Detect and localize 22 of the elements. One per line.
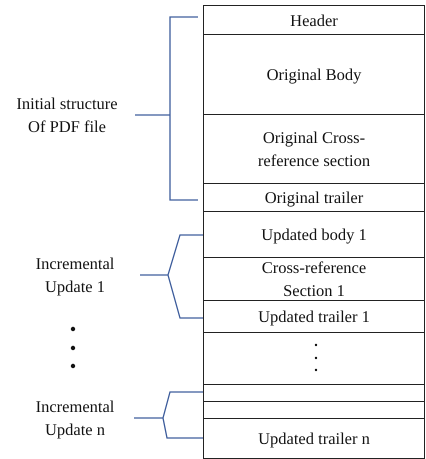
section-row xyxy=(203,5,425,35)
empty-box xyxy=(203,332,425,385)
section-row xyxy=(203,257,425,301)
section-label: Updated body 1 xyxy=(260,224,368,246)
section-label: Updated trailer 1 xyxy=(257,306,371,328)
section-label: Updated trailer n xyxy=(257,428,371,450)
section-row xyxy=(203,183,425,212)
section-label: Original Body xyxy=(266,64,362,86)
section-row xyxy=(203,418,425,459)
section-row xyxy=(203,34,425,115)
section-label: Header xyxy=(289,10,339,32)
section-label: Original Cross-reference section xyxy=(256,127,372,172)
group-label: Incremental Update n xyxy=(34,396,116,441)
section-label: Original trailer xyxy=(264,187,364,209)
section-label: Cross-reference Section 1 xyxy=(260,257,368,302)
section-row xyxy=(203,114,425,184)
section-row xyxy=(203,211,425,258)
section-row xyxy=(203,300,425,333)
empty-box xyxy=(203,401,425,419)
empty-box xyxy=(203,384,425,402)
group-label: Incremental Update 1 xyxy=(34,253,116,298)
group-label: Initial structure Of PDF file xyxy=(15,93,119,138)
